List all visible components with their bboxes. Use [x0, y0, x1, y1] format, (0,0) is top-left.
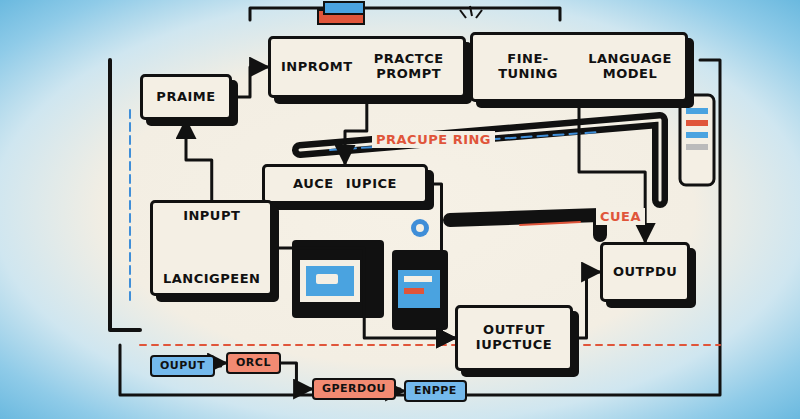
tag-box: OUPUT: [150, 355, 215, 377]
phone-line: [686, 108, 708, 114]
tag-box: ORCL: [226, 352, 281, 374]
process-box: INPUPT LANCIGPEEN: [150, 200, 273, 296]
phone-line: [686, 144, 708, 150]
dashed-flow: [140, 344, 720, 346]
node-text: INPROMT: [281, 60, 353, 75]
process-box: OUTFUT IUPCTUCE: [455, 305, 573, 371]
node-text: OUTPDU: [613, 265, 677, 280]
node-text: GPERDOU: [322, 383, 386, 396]
process-box: AUCE IUPICE: [262, 164, 428, 204]
node-text: PRACTCE PROMPT: [365, 52, 453, 82]
connector-arrow: [232, 67, 268, 97]
phone-line: [686, 132, 708, 138]
flow-label: PRACUPE RING: [372, 131, 495, 148]
connector-arrow: [273, 248, 455, 338]
connector-arrow: [573, 272, 600, 338]
node-text: FINE-TUNING: [483, 52, 573, 82]
sparkle: [470, 6, 472, 16]
screen-line: [404, 276, 432, 282]
cube: [292, 240, 384, 318]
pipe: [450, 215, 600, 235]
process-box: INPROMT PRACTCE PROMPT: [268, 36, 466, 98]
pipe: [110, 60, 140, 330]
pipe: [250, 8, 560, 20]
node-text: OUPUT: [160, 360, 205, 373]
phone-line: [686, 120, 708, 126]
screen-frame: [300, 260, 360, 302]
node-text: LANGUAGE MODEL: [585, 52, 675, 82]
node-text: PRAIME: [156, 90, 215, 105]
connector-arrow: [428, 184, 455, 338]
node-text: INPUPT: [183, 209, 240, 224]
screen: [398, 270, 442, 308]
sparkle: [476, 10, 482, 18]
flow-line: [520, 222, 580, 225]
node-text: IUPICE: [346, 177, 397, 192]
connector-arrow: [345, 98, 367, 164]
phone-icon: [680, 95, 714, 185]
dashed-flow: [129, 110, 131, 300]
screen: [306, 266, 354, 296]
process-box: FINE-TUNING LANGUAGE MODEL: [470, 32, 688, 102]
node-text: LANCIGPEEN: [163, 272, 260, 287]
connector-arrow: [281, 363, 312, 389]
tag-box: GPERDOU: [312, 378, 396, 400]
sparkle: [460, 10, 466, 18]
node-text: AUCE: [293, 177, 334, 192]
connector-arrow: [579, 102, 645, 242]
process-box: PRAIME: [140, 74, 232, 120]
gear-icon: [411, 219, 429, 237]
node-text: OUTFUT IUPCTUCE: [469, 323, 559, 353]
flow-label: CUEA: [596, 208, 645, 225]
connector-arrow: [186, 120, 212, 200]
connector-arrow: [396, 389, 404, 391]
process-box: OUTPDU: [600, 242, 690, 302]
tag-box: ENPPE: [404, 380, 467, 402]
gear-hole: [416, 224, 424, 232]
connector-arrow: [215, 363, 226, 366]
dashed-flow: [330, 132, 600, 150]
cube: [392, 250, 448, 330]
pipe: [120, 60, 720, 395]
node-text: ENPPE: [414, 385, 457, 398]
node-text: ORCL: [236, 357, 271, 370]
screen-line: [404, 288, 424, 294]
chat-bubble: [316, 274, 338, 284]
card-stack: [324, 2, 364, 14]
